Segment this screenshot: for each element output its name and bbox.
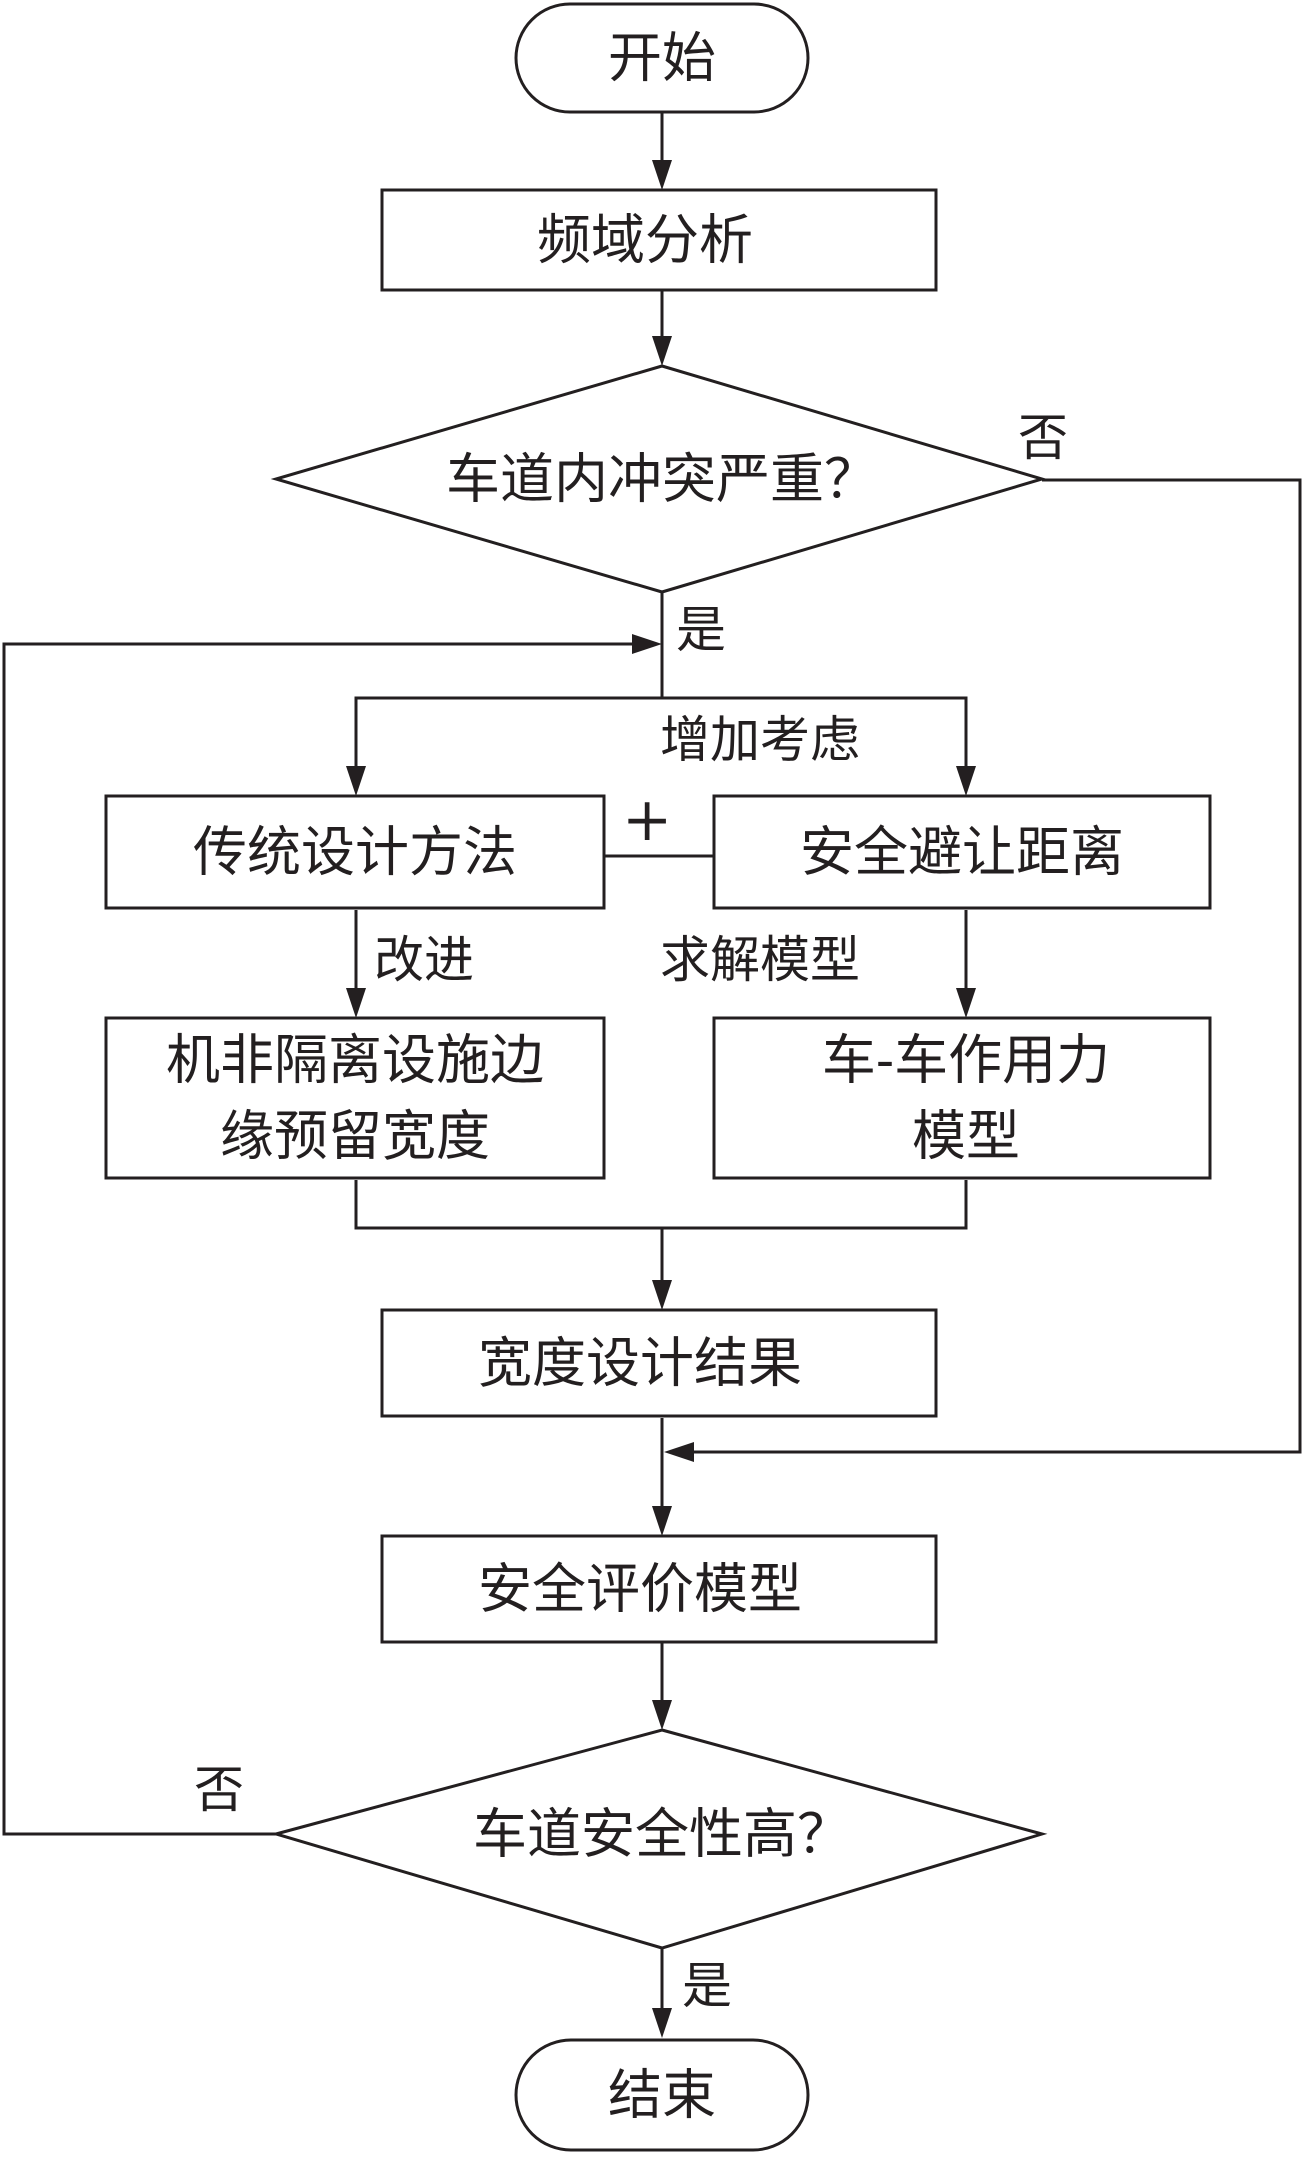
node-end: 结束 [514, 2038, 810, 2152]
node-width-result-label: 宽度设计结果 [478, 1332, 802, 1395]
node-safe-avoid-distance-label: 安全避让距离 [800, 821, 1124, 884]
label-add-consider: 增加考虑 [660, 711, 860, 769]
label-plus: + [622, 785, 672, 855]
edge-merge [354, 1180, 968, 1230]
node-edge-reserve-width-line1: 机非隔离设施边 [166, 1029, 544, 1092]
arrowhead [664, 1442, 694, 1462]
node-width-result: 宽度设计结果 [380, 1308, 938, 1418]
node-car-force-model-line1: 车-车作用力 [822, 1029, 1110, 1092]
label-no-bottom: 否 [194, 1761, 244, 1819]
node-start: 开始 [514, 2, 810, 114]
node-car-force-model: 车-车作用力 模型 [712, 1016, 1212, 1180]
node-safe-avoid-distance: 安全避让距离 [712, 794, 1212, 910]
node-traditional-method-label: 传统设计方法 [193, 821, 517, 884]
arrowhead [346, 988, 366, 1018]
label-yes-top: 是 [676, 601, 726, 659]
label-no-top: 否 [1018, 409, 1068, 467]
node-safety-eval-model: 安全评价模型 [380, 1534, 938, 1644]
node-end-label: 结束 [608, 2064, 716, 2127]
node-decision-safety-label: 车道安全性高？ [473, 1803, 851, 1866]
node-start-label: 开始 [608, 27, 716, 90]
edge-decision2-no [2, 642, 632, 1836]
label-improve: 改进 [374, 931, 474, 989]
node-edge-reserve-width: 机非隔离设施边 缘预留宽度 [104, 1016, 606, 1180]
node-safety-eval-model-label: 安全评价模型 [478, 1558, 802, 1621]
node-traditional-method: 传统设计方法 [104, 794, 606, 910]
node-decision-conflict-label: 车道内冲突严重？ [446, 448, 878, 511]
node-edge-reserve-width-line2: 缘预留宽度 [220, 1105, 490, 1168]
label-solve-model: 求解模型 [660, 931, 860, 989]
arrowhead [652, 336, 672, 366]
node-frequency-analysis: 频域分析 [380, 188, 938, 292]
arrowhead [652, 2008, 672, 2038]
arrowhead [652, 1506, 672, 1536]
node-decision-safety: 车道安全性高？ [270, 1728, 1048, 1950]
arrowhead [652, 1280, 672, 1310]
label-yes-bottom: 是 [682, 1957, 732, 2015]
edge-split [354, 696, 968, 772]
arrowhead [346, 766, 366, 796]
connectors [2, 112, 1302, 2038]
node-decision-conflict: 车道内冲突严重？ [270, 364, 1048, 594]
edge-decision1-no [694, 478, 1302, 1454]
node-frequency-analysis-label: 频域分析 [537, 209, 753, 272]
arrowhead [956, 988, 976, 1018]
arrowhead [652, 1700, 672, 1730]
arrowhead [956, 766, 976, 796]
node-car-force-model-line2: 模型 [912, 1105, 1020, 1168]
arrowhead [632, 634, 662, 654]
arrowhead [652, 160, 672, 190]
